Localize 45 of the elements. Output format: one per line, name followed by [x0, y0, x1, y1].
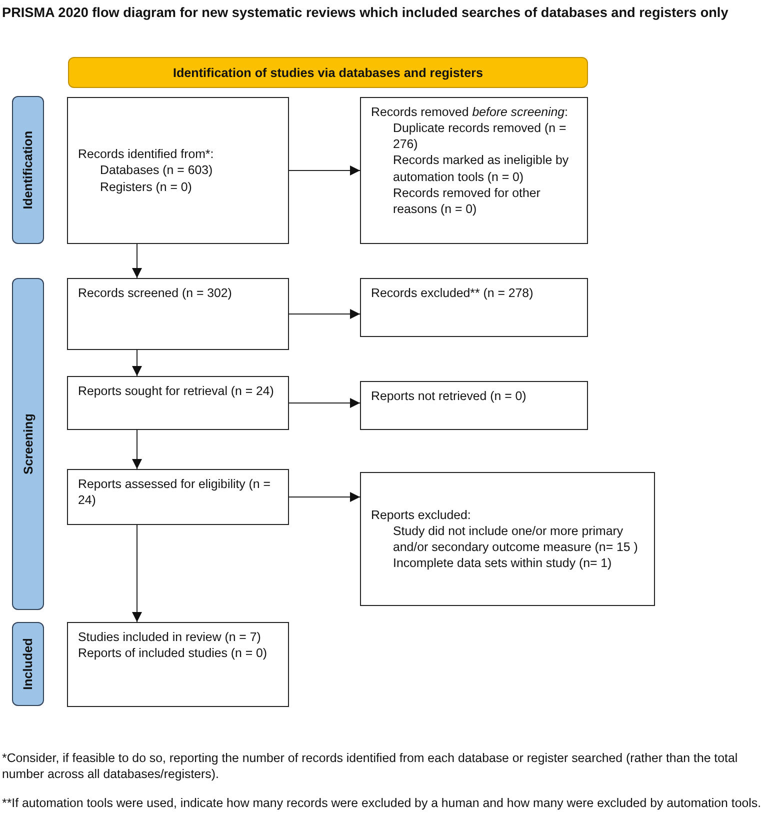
- box-text: Reports sought for retrieval (n = 24): [78, 383, 275, 400]
- phase-label-bar: [12, 96, 44, 244]
- process-box: [360, 381, 588, 430]
- process-box: [360, 278, 588, 337]
- footnote: *Consider, if feasible to do so, reporting the number of records identified from each database or register searched (rather than the total number across all databases/registers).: [2, 750, 739, 782]
- process-box: [360, 472, 655, 606]
- box-text: Records removed for other reasons (n = 0): [392, 184, 542, 217]
- process-box: [67, 376, 289, 430]
- footnote: **If automation tools were used, indicate how many records were excluded by a human and how many were excluded by automation tools.: [2, 795, 762, 812]
- label-text: Screening: [21, 414, 35, 474]
- process-box: [67, 278, 289, 350]
- arrow: [288, 166, 360, 176]
- process-box: [67, 97, 289, 244]
- arrow: [288, 398, 360, 408]
- process-box: [360, 97, 588, 244]
- box-text: Reports assessed for eligibility (n = 24): [78, 476, 272, 508]
- phase-label-bar: [12, 278, 44, 610]
- box-text: Records removed before screening:: [371, 104, 569, 120]
- box-text: Duplicate records removed (n = 276): [392, 120, 568, 152]
- label-text: Identification of studies via databases and registers: [172, 66, 484, 80]
- diagram-title: PRISMA 2020 flow diagram for new systematic reviews which included searches of databases and registers only: [2, 5, 728, 20]
- arrow: [132, 350, 142, 376]
- box-text: Records screened (n = 302): [78, 285, 233, 302]
- box-text: Incomplete data sets within study (n= 1): [392, 555, 613, 572]
- box-text: Records marked as ineligible by automation tools (n = 0): [392, 152, 570, 185]
- box-text: Records excluded** (n = 278): [371, 285, 534, 302]
- arrow: [132, 244, 142, 278]
- box-text: Reports not retrieved (n = 0): [371, 388, 528, 404]
- box-text: Studies included in review (n = 7): [78, 629, 262, 646]
- box-text: Registers (n = 0): [99, 178, 193, 195]
- section-header-bar: [68, 57, 588, 88]
- arrow: [132, 524, 142, 622]
- arrow: [288, 492, 360, 502]
- phase-label-bar: [12, 622, 44, 706]
- process-box: [67, 622, 289, 707]
- label-text: Identification: [21, 130, 35, 210]
- arrow: [288, 309, 360, 319]
- box-text: Reports of included studies (n = 0): [78, 645, 268, 662]
- box-text: Study did not include one/or more primary and/or secondary outcome measure (n= 15 ): [392, 522, 639, 556]
- label-text: Included: [21, 638, 35, 690]
- box-text: Records identified from*:: [78, 146, 215, 162]
- box-text: Reports excluded:: [371, 506, 472, 523]
- process-box: [67, 469, 289, 525]
- arrow: [132, 430, 142, 470]
- box-text: Databases (n = 603): [99, 162, 214, 179]
